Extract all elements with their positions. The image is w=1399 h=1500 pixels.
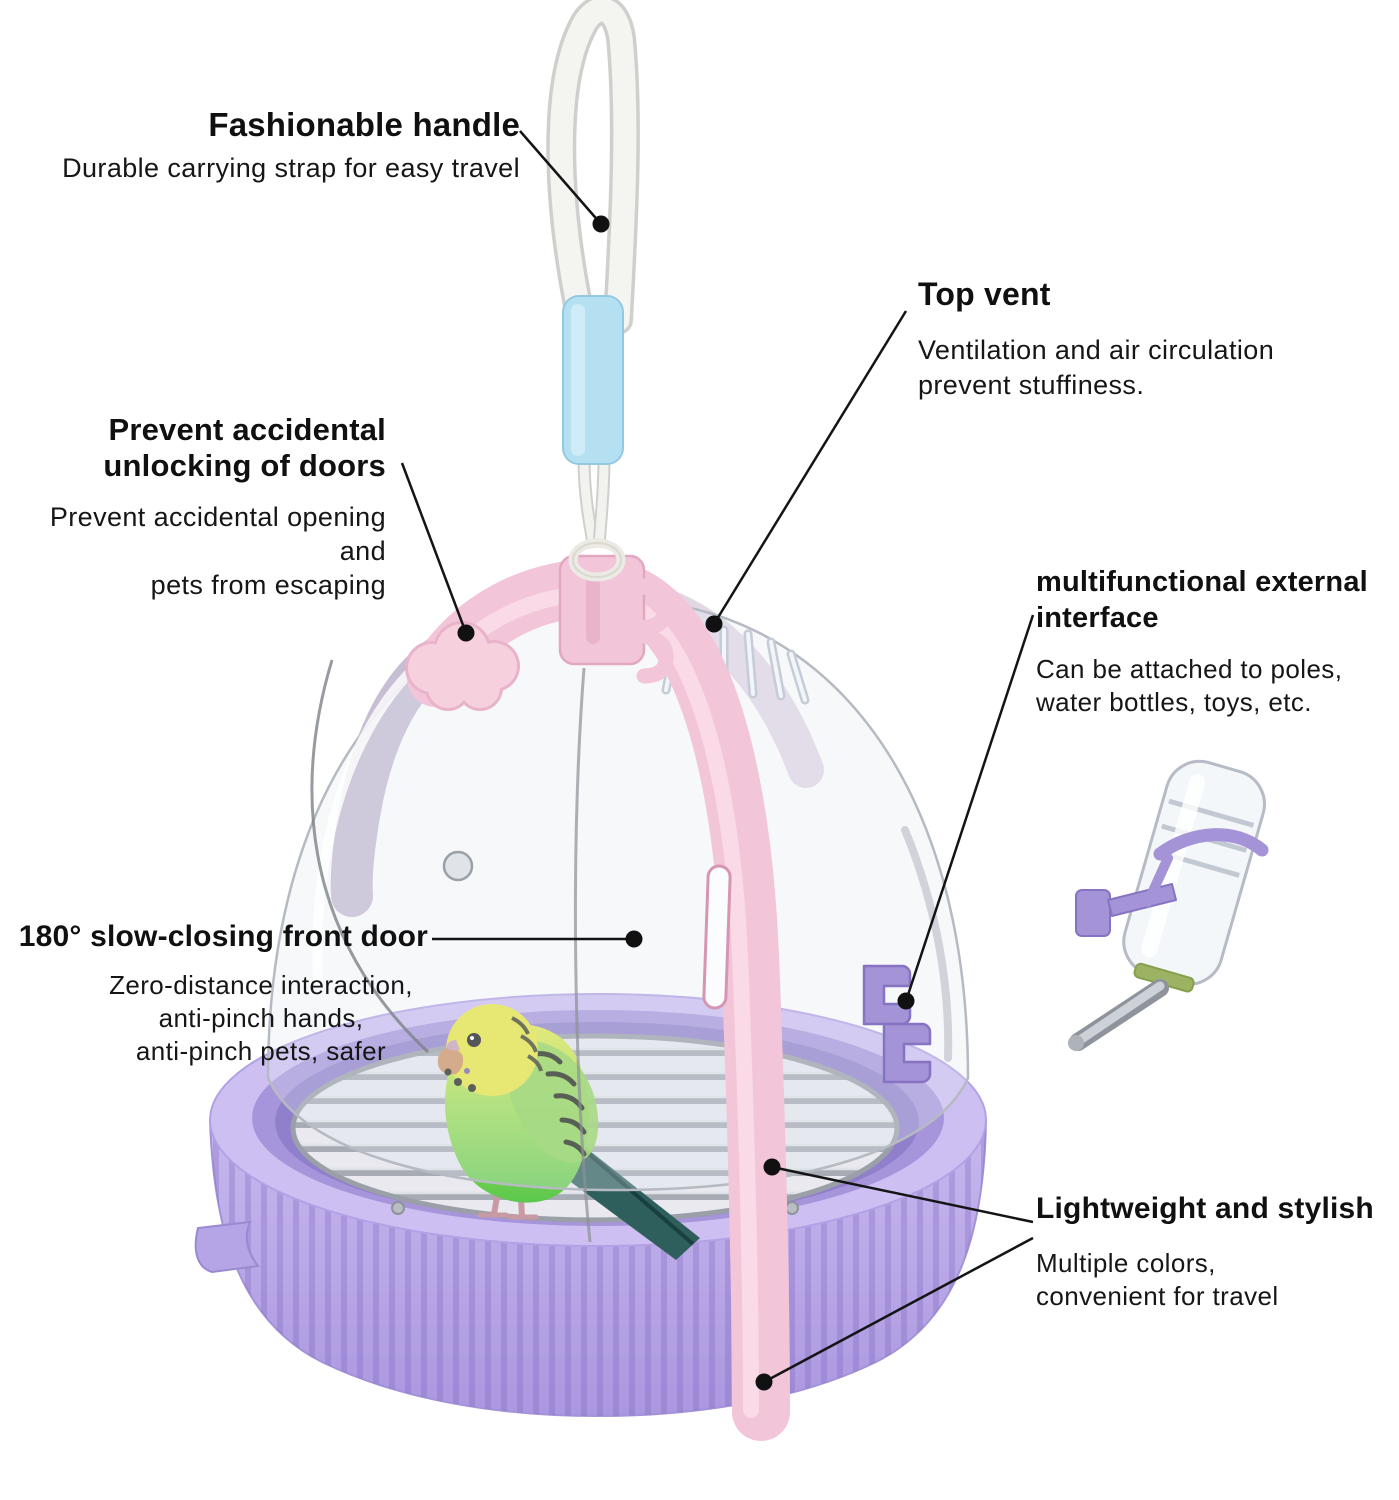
leader-dot-handle xyxy=(592,215,610,233)
annotation-door-lock: Prevent accidental unlocking of doors Pr… xyxy=(0,412,386,603)
strap-slot xyxy=(702,864,732,1010)
leader-line-lock xyxy=(400,462,468,634)
annotation-title: Lightweight and stylish xyxy=(1036,1192,1374,1225)
leader-dot-lock xyxy=(457,624,475,642)
annotation-title: Top vent xyxy=(918,276,1051,312)
annotation-description: Ventilation and air circulation prevent … xyxy=(918,334,1275,400)
leader-line-handle xyxy=(519,130,602,225)
front-door-edge xyxy=(310,659,430,1054)
strap-mount xyxy=(558,554,675,684)
water-bottle-accessory xyxy=(1068,759,1269,1051)
leader-dot-interface xyxy=(897,992,915,1010)
leader-line-lightweight-top xyxy=(771,1165,1034,1224)
annotation-title: 180° slow-closing front door xyxy=(18,920,428,953)
annotation-title: Prevent accidental unlocking of doors xyxy=(103,412,386,483)
annotation-description: Multiple colors, convenient for travel xyxy=(1036,1247,1279,1312)
leader-dot-lightweight-bottom xyxy=(755,1373,773,1391)
door-lock xyxy=(405,621,520,711)
handle-strap-front xyxy=(407,558,790,1441)
leader-dot-front-door xyxy=(625,930,643,948)
budgie-bird xyxy=(437,1004,700,1260)
leader-dot-top-vent xyxy=(705,615,723,633)
annotation-fashionable-handle: Fashionable handle Durable carrying stra… xyxy=(0,106,520,184)
annotation-description: Durable carrying strap for easy travel xyxy=(62,152,520,183)
leader-line-lightweight-bottom xyxy=(763,1236,1034,1384)
carry-strap-rope xyxy=(546,0,640,550)
base-handle-notch xyxy=(194,1220,260,1274)
annotation-front-door: 180° slow-closing front door Zero-distan… xyxy=(0,920,428,1068)
annotation-description: Prevent accidental opening and pets from… xyxy=(49,502,386,600)
leader-line-interface xyxy=(904,614,1035,1002)
annotation-external-interface: multifunctional external interface Can b… xyxy=(1036,564,1398,720)
leader-line-top-vent xyxy=(712,310,908,625)
leader-lines xyxy=(400,130,1035,1384)
annotation-title: Fashionable handle xyxy=(208,106,520,143)
annotation-title: multifunctional external interface xyxy=(1036,566,1368,635)
leader-dots xyxy=(457,215,915,1391)
external-interface-bracket xyxy=(862,964,932,1084)
door-knob xyxy=(442,850,474,882)
leader-dot-lightweight-top xyxy=(763,1158,781,1176)
annotation-lightweight: Lightweight and stylish Multiple colors,… xyxy=(1036,1192,1396,1314)
annotation-top-vent: Top vent Ventilation and air circulation… xyxy=(918,276,1348,403)
annotation-description: Zero-distance interaction, anti-pinch ha… xyxy=(109,969,413,1067)
annotation-description: Can be attached to poles, water bottles,… xyxy=(1036,653,1343,718)
strap-ring xyxy=(568,538,626,582)
